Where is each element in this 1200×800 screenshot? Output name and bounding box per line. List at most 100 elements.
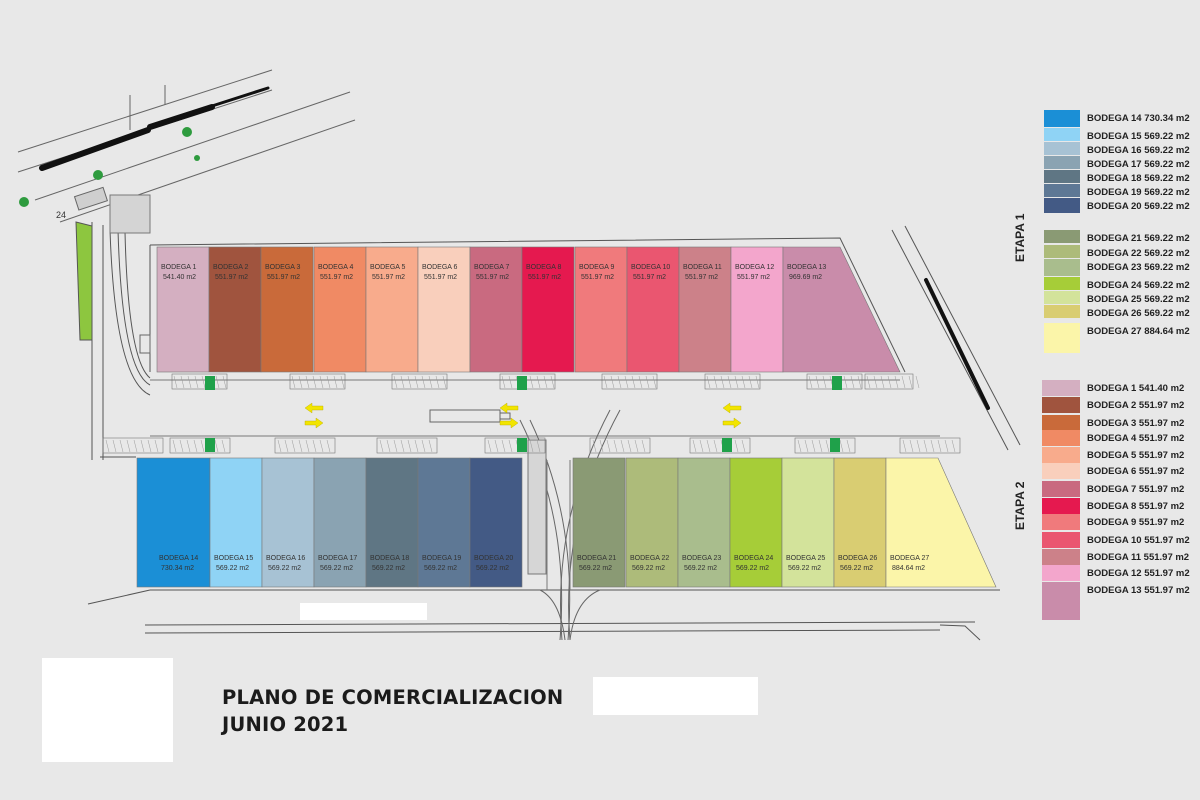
legend-swatch [1042, 498, 1080, 514]
dock-strip-top [499, 373, 556, 390]
legend-swatch [1044, 184, 1080, 197]
redacted-title-suffix [593, 677, 758, 715]
unit-area-label: 569.22 m2 [424, 565, 457, 572]
legend-swatch [1044, 305, 1080, 318]
unit-name-label: BODEGA 1 [161, 264, 197, 271]
unit-area-label: 569.22 m2 [476, 565, 509, 572]
legend-swatch [1042, 481, 1080, 497]
unit-area-label: 569.22 m2 [268, 565, 301, 572]
door-icon [722, 438, 732, 452]
legend-swatch [1044, 170, 1080, 183]
unit-bottom-18[interactable]: BODEGA 18 569.22 m2 [365, 457, 419, 588]
legend-row: BODEGA 8 551.97 m2 [1042, 498, 1184, 514]
legend-label: BODEGA 23 569.22 m2 [1087, 262, 1190, 273]
legend-label: BODEGA 7 551.97 m2 [1087, 484, 1184, 495]
unit-name-label: BODEGA 16 [266, 555, 305, 562]
legend-label: BODEGA 25 569.22 m2 [1087, 294, 1190, 305]
unit-name-label: BODEGA 26 [838, 555, 877, 562]
unit-area-label: 569.22 m2 [632, 565, 665, 572]
unit-shape [625, 457, 679, 588]
legend-row: BODEGA 16 569.22 m2 [1044, 142, 1190, 156]
unit-area-label: 730.34 m2 [161, 565, 194, 572]
redacted-road-label [300, 603, 427, 620]
unit-area-label: 969.69 m2 [789, 274, 822, 281]
unit-name-label: BODEGA 6 [422, 264, 458, 271]
unit-bottom-20[interactable]: BODEGA 20 569.22 m2 [469, 457, 523, 588]
legend-row: BODEGA 3 551.97 m2 [1042, 415, 1184, 431]
unit-name-label: BODEGA 25 [786, 555, 825, 562]
unit-shape [574, 246, 628, 373]
unit-shape [209, 457, 263, 588]
legend-row: BODEGA 2 551.97 m2 [1042, 397, 1184, 413]
unit-name-label: BODEGA 20 [474, 555, 513, 562]
tree-icon [182, 127, 192, 137]
unit-shape [782, 246, 901, 373]
unit-area-label: 569.22 m2 [736, 565, 769, 572]
legend-label: BODEGA 14 730.34 m2 [1087, 113, 1190, 124]
legend-label: BODEGA 18 569.22 m2 [1087, 173, 1190, 184]
trees [19, 127, 200, 207]
legend-label: BODEGA 2 551.97 m2 [1087, 400, 1184, 411]
road-number-label: 24 [56, 210, 66, 220]
unit-shape [678, 246, 732, 373]
etapa-1-label: ETAPA 1 [1013, 213, 1027, 262]
legend-swatch [1042, 582, 1080, 620]
unit-name-label: BODEGA 23 [682, 555, 721, 562]
unit-bottom-16[interactable]: BODEGA 16 569.22 m2 [261, 457, 315, 588]
legend-label: BODEGA 4 551.97 m2 [1087, 433, 1184, 444]
unit-shape [313, 246, 367, 373]
door-icon [830, 438, 840, 452]
legend-swatch [1042, 430, 1080, 446]
legend-swatch [1042, 549, 1080, 565]
unit-bottom-19[interactable]: BODEGA 19 569.22 m2 [417, 457, 471, 588]
unit-name-label: BODEGA 5 [370, 264, 406, 271]
unit-name-label: BODEGA 19 [422, 555, 461, 562]
unit-bottom-27[interactable]: BODEGA 27 884.64 m2 [885, 457, 997, 588]
unit-bottom-22[interactable]: BODEGA 22 569.22 m2 [625, 457, 679, 588]
unit-name-label: BODEGA 7 [474, 264, 510, 271]
unit-area-label: 884.64 m2 [892, 565, 925, 572]
legend-label: BODEGA 5 551.97 m2 [1087, 450, 1184, 461]
unit-name-label: BODEGA 10 [631, 264, 670, 271]
unit-area-label: 569.22 m2 [372, 565, 405, 572]
legend-label: BODEGA 27 884.64 m2 [1087, 326, 1190, 337]
unit-name-label: BODEGA 18 [370, 555, 409, 562]
legend-swatch [1044, 110, 1080, 127]
unit-shape [417, 457, 471, 588]
legend-row: BODEGA 12 551.97 m2 [1042, 565, 1190, 581]
dock-strip-bottom [102, 437, 164, 454]
legend-swatch [1044, 245, 1080, 258]
arrow-icon [304, 417, 324, 429]
unit-name-label: BODEGA 22 [630, 555, 669, 562]
unit-shape [469, 457, 523, 588]
legend-swatch [1044, 277, 1080, 290]
legend-label: BODEGA 17 569.22 m2 [1087, 159, 1190, 170]
unit-name-label: BODEGA 27 [890, 555, 929, 562]
unit-shape [521, 246, 575, 373]
arrow-icon [499, 402, 519, 414]
right-road-redaction [924, 278, 990, 410]
